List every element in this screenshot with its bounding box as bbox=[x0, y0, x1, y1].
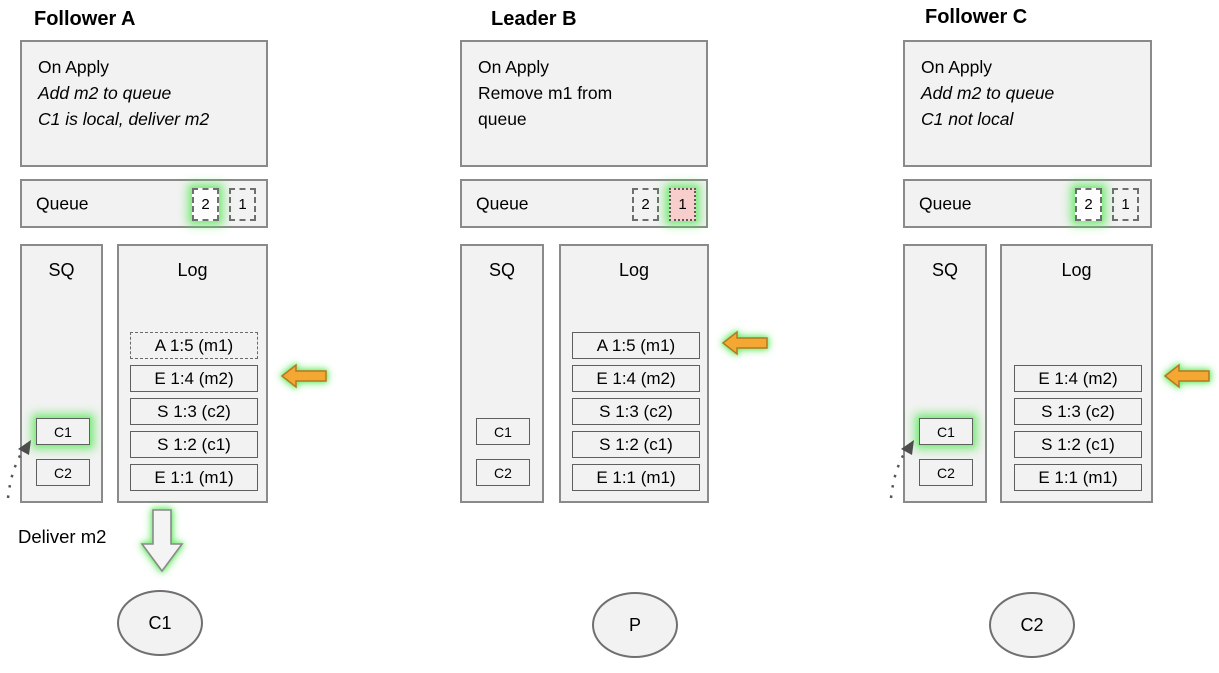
on-apply-line: On Apply bbox=[478, 57, 550, 77]
sq-label: SQ bbox=[488, 260, 515, 280]
log-label: Log bbox=[618, 260, 650, 280]
log-entry: S 1:2 (c1) bbox=[1014, 431, 1142, 458]
on-apply-line: Remove m1 from bbox=[478, 83, 613, 103]
log-entry: S 1:2 (c1) bbox=[572, 431, 700, 458]
on-apply-line: On Apply bbox=[921, 57, 993, 77]
on-apply-box-a: On Apply Add m2 to queue C1 is local, de… bbox=[20, 40, 268, 167]
sq-item-c1: C1 bbox=[919, 418, 973, 445]
sq-label: SQ bbox=[48, 260, 75, 280]
sq-box-b: SQ C1 C2 bbox=[460, 244, 544, 503]
queue-label: Queue bbox=[36, 193, 89, 213]
apply-cursor-arrow-icon bbox=[721, 330, 768, 356]
apply-cursor-arrow-icon bbox=[280, 363, 327, 389]
log-entry: E 1:1 (m1) bbox=[1014, 464, 1142, 491]
log-entry: E 1:4 (m2) bbox=[130, 365, 258, 392]
client-node-c2: C2 bbox=[989, 592, 1075, 658]
log-entry: E 1:1 (m1) bbox=[572, 464, 700, 491]
log-entry: S 1:2 (c1) bbox=[130, 431, 258, 458]
sq-item-c1: C1 bbox=[36, 418, 90, 445]
queue-item-2: 2 bbox=[1075, 188, 1102, 221]
log-entry: S 1:3 (c2) bbox=[572, 398, 700, 425]
log-box-c: Log E 1:4 (m2) S 1:3 (c2) S 1:2 (c1) E 1… bbox=[1000, 244, 1153, 503]
on-apply-line: C1 is local, deliver m2 bbox=[38, 109, 210, 129]
log-entry: A 1:5 (m1) bbox=[572, 332, 700, 359]
on-apply-line: Add m2 to queue bbox=[921, 83, 1055, 103]
log-label: Log bbox=[177, 260, 208, 280]
queue-label: Queue bbox=[476, 193, 529, 213]
on-apply-box-b: On Apply Remove m1 from queue bbox=[460, 40, 708, 167]
queue-box-c: Queue 2 1 bbox=[903, 179, 1152, 228]
log-box-b: Log A 1:5 (m1) E 1:4 (m2) S 1:3 (c2) S 1… bbox=[559, 244, 709, 503]
log-entry: E 1:1 (m1) bbox=[130, 464, 258, 491]
on-apply-line: Add m2 to queue bbox=[38, 83, 172, 103]
log-entry: A 1:5 (m1) bbox=[130, 332, 258, 359]
queue-box-a: Queue 2 1 bbox=[20, 179, 268, 228]
sq-box-c: SQ C1 C2 bbox=[903, 244, 987, 503]
log-box-a: Log A 1:5 (m1) E 1:4 (m2) S 1:3 (c2) S 1… bbox=[117, 244, 268, 503]
column-title-follower-a: Follower A bbox=[34, 8, 136, 30]
queue-item-1: 1 bbox=[1112, 188, 1139, 221]
sq-item-c1: C1 bbox=[476, 418, 530, 445]
deliver-label: Deliver m2 bbox=[18, 526, 107, 547]
sq-box-a: SQ C1 C2 bbox=[20, 244, 103, 503]
local-client-pointer-icon bbox=[6, 440, 31, 499]
on-apply-box-c: On Apply Add m2 to queue C1 not local bbox=[903, 40, 1152, 167]
column-title-leader-b: Leader B bbox=[491, 8, 577, 30]
queue-label: Queue bbox=[919, 193, 972, 213]
queue-box-b: Queue 2 1 bbox=[460, 179, 708, 228]
log-entry: S 1:3 (c2) bbox=[130, 398, 258, 425]
on-apply-line: queue bbox=[478, 109, 527, 129]
sq-item-c2: C2 bbox=[919, 459, 973, 486]
process-node-p: P bbox=[592, 592, 678, 658]
apply-cursor-arrow-icon bbox=[1163, 363, 1210, 389]
local-client-pointer-icon bbox=[889, 440, 914, 499]
queue-item-1: 1 bbox=[669, 188, 696, 221]
sq-label: SQ bbox=[931, 260, 958, 280]
log-entry: E 1:4 (m2) bbox=[572, 365, 700, 392]
queue-item-2: 2 bbox=[632, 188, 659, 221]
deliver-down-arrow-icon bbox=[140, 509, 184, 573]
on-apply-line: On Apply bbox=[38, 57, 110, 77]
log-entry: E 1:4 (m2) bbox=[1014, 365, 1142, 392]
sq-item-c2: C2 bbox=[476, 459, 530, 486]
log-label: Log bbox=[1061, 260, 1092, 280]
log-entry: S 1:3 (c2) bbox=[1014, 398, 1142, 425]
queue-item-1: 1 bbox=[229, 188, 256, 221]
column-title-follower-c: Follower C bbox=[925, 6, 1028, 28]
on-apply-line: C1 not local bbox=[921, 109, 1014, 129]
sq-item-c2: C2 bbox=[36, 459, 90, 486]
queue-item-2: 2 bbox=[192, 188, 219, 221]
client-node-c1: C1 bbox=[117, 590, 203, 656]
